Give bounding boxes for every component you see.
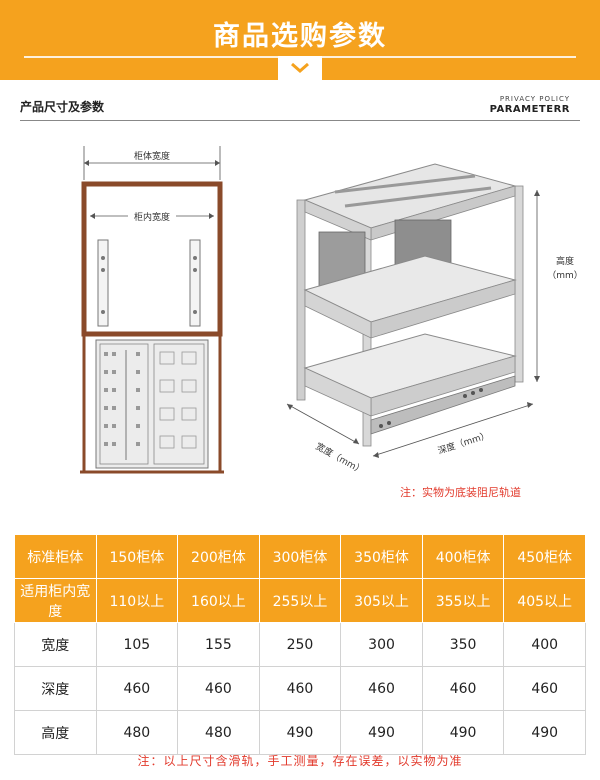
table-header-cell: 300柜体: [258, 534, 342, 579]
table-cell: 490: [503, 710, 586, 755]
table-header-cell: 150柜体: [95, 534, 179, 579]
height-label: 高度: [556, 255, 574, 267]
height-unit-label: （mm）: [547, 270, 583, 281]
table-cell: 305以上: [340, 578, 423, 623]
page-title: 商品选购参数: [213, 21, 387, 52]
section-divider: [20, 120, 580, 121]
width-label: 宽度（mm）: [314, 440, 367, 476]
table-cell: 460: [503, 666, 586, 711]
footer-note: 注：以上尺寸含滑轨，手工测量，存在误差，以实物为准: [137, 754, 463, 768]
table-cell: 250: [258, 622, 342, 667]
table-cell: 适用柜内宽度: [14, 578, 97, 623]
table-cell: 460: [177, 666, 260, 711]
table-cell: 405以上: [503, 578, 586, 623]
inner-width-label: 柜内宽度: [134, 211, 170, 223]
rail-note: 注：实物为底装阻尼轨道: [400, 486, 521, 499]
table-cell: 460: [340, 666, 423, 711]
table-cell: 490: [340, 710, 423, 755]
table-cell: 460: [95, 666, 179, 711]
section-subtitle-small: PRIVACY POLICY: [499, 95, 570, 103]
table-cell: 400: [503, 622, 586, 667]
table-cell: 350: [421, 622, 505, 667]
table-row: 适用柜内宽度 110以上 160以上 255以上 305以上 355以上 405…: [14, 578, 586, 623]
table-cell: 110以上: [95, 578, 179, 623]
cabinet-front-diagram: 柜体宽度 柜内宽度: [80, 146, 224, 474]
table-row: 宽度 105 155 250 300 350 400: [14, 622, 586, 667]
table-cell: 490: [258, 710, 342, 755]
table-cell: 宽度: [14, 622, 97, 667]
table-header-cell: 350柜体: [340, 534, 423, 579]
table-row: 深度 460 460 460 460 460 460: [14, 666, 586, 711]
outer-width-label: 柜体宽度: [134, 150, 170, 162]
table-cell: 深度: [14, 666, 97, 711]
table-cell: 355以上: [421, 578, 505, 623]
header-banner: 商品选购参数: [0, 0, 600, 80]
table-header-cell: 200柜体: [177, 534, 260, 579]
table-cell: 480: [177, 710, 260, 755]
table-cell: 255以上: [258, 578, 342, 623]
table-cell: 300: [340, 622, 423, 667]
table-cell: 160以上: [177, 578, 260, 623]
table-header-row: 标准柜体 150柜体 200柜体 300柜体 350柜体 400柜体 450柜体: [14, 534, 586, 579]
banner-divider-left: [24, 56, 278, 58]
table-cell: 105: [95, 622, 179, 667]
basket-3d-diagram: 高度 （mm） 宽度（mm） 深度（mm）: [286, 163, 583, 477]
table-header-cell: 400柜体: [421, 534, 505, 579]
table-cell: 高度: [14, 710, 97, 755]
table-row: 高度 480 480 490 490 490 490: [14, 710, 586, 755]
table-cell: 490: [421, 710, 505, 755]
table-header-cell: 450柜体: [503, 534, 586, 579]
table-cell: 460: [258, 666, 342, 711]
section-subtitle-big: PARAMETERR: [489, 104, 570, 115]
table-cell: 460: [421, 666, 505, 711]
spec-table: 标准柜体 150柜体 200柜体 300柜体 350柜体 400柜体 450柜体…: [14, 534, 586, 755]
table-cell: 155: [177, 622, 260, 667]
table-header-cell: 标准柜体: [14, 534, 97, 579]
section-title: 产品尺寸及参数: [20, 100, 105, 114]
banner-divider-right: [322, 56, 576, 58]
table-cell: 480: [95, 710, 179, 755]
chevron-down-icon: [278, 56, 322, 80]
